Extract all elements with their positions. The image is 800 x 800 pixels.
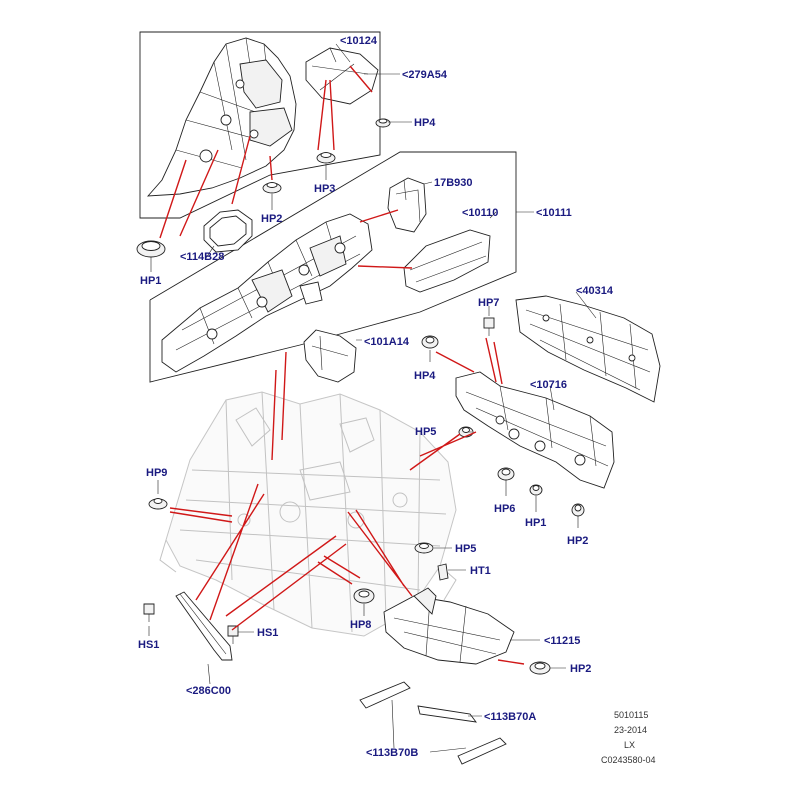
label-hp3: HP3: [314, 183, 335, 195]
label-hp1-top: HP1: [140, 275, 161, 287]
strut-286C00: [175, 591, 233, 661]
panel-10110: [403, 229, 491, 293]
leader-lines: [148, 43, 597, 753]
fastener-hs1-left: [143, 603, 155, 622]
footer-code-1: 5010115: [614, 710, 648, 720]
group-frame-middle: [149, 151, 517, 383]
grommet-hp9: [148, 498, 168, 510]
label-10124: <10124: [340, 35, 378, 47]
clip-hp7: [483, 317, 495, 336]
rail-113B70A: [417, 705, 478, 723]
label-279A54: <279A54: [402, 69, 448, 81]
label-ht1: HT1: [470, 565, 491, 577]
footer-code-4: C0243580-04: [601, 755, 656, 765]
grommet-hp1-mid: [529, 484, 543, 496]
grommet-hp5-low: [414, 542, 434, 554]
grommet-hp8: [353, 588, 375, 604]
part-10124: [305, 47, 379, 105]
group-frame-front: [139, 31, 381, 219]
label-101A14: <101A14: [364, 336, 410, 348]
label-10716: <10716: [530, 379, 567, 391]
fastener-ht1: [437, 563, 449, 581]
seal-114B28: [203, 209, 253, 253]
panel-10716: [455, 371, 615, 489]
rail-113B70B: [359, 681, 507, 765]
label-hp8: HP8: [350, 619, 371, 631]
label-hs1-right: HS1: [257, 627, 278, 639]
bracket-101A14: [303, 329, 357, 383]
grommet-hp4-mid: [421, 335, 439, 349]
grommet-hp2-mid: [571, 503, 585, 517]
label-hp1-mid: HP1: [525, 517, 546, 529]
label-hp4-mid: HP4: [414, 370, 436, 382]
front-apron-assembly: [146, 37, 297, 197]
label-114B28: <114B28: [180, 251, 224, 263]
grommet-hp1-top: [136, 240, 166, 258]
vehicle-body-outline: [159, 391, 457, 637]
grommet-hp2-top: [262, 182, 282, 194]
fastener-hs1-right: [227, 625, 239, 644]
label-hp2-low: HP2: [570, 663, 591, 675]
label-hp2-mid: HP2: [567, 535, 588, 547]
callout-lines: [159, 65, 525, 665]
grommet-hp6: [497, 467, 515, 481]
grommet-hp4-top: [375, 118, 391, 128]
label-hp4-top: HP4: [414, 117, 436, 129]
panel-40314: [515, 295, 661, 403]
label-17B930: 17B930: [434, 177, 473, 189]
footer-code-2: 23-2014: [614, 725, 647, 735]
crossmember-assembly: [161, 213, 373, 373]
label-113B70B: <113B70B: [366, 747, 418, 759]
label-hp9: HP9: [146, 467, 167, 479]
label-hs1-left: HS1: [138, 639, 159, 651]
label-hp5-mid: HP5: [415, 426, 436, 438]
bracket-17B930: [387, 177, 427, 233]
grommet-hp3: [316, 152, 336, 164]
footer-code-3: LX: [624, 740, 635, 750]
label-40314: <40314: [576, 285, 614, 297]
label-hp7: HP7: [478, 297, 499, 309]
label-286C00: <286C00: [186, 685, 231, 697]
label-hp6: HP6: [494, 503, 515, 515]
label-11215: <11215: [544, 635, 580, 647]
label-10111: <10111: [536, 207, 572, 219]
label-hp5-low: HP5: [455, 543, 476, 555]
label-hp2-top: HP2: [261, 213, 282, 225]
tray-11215: [383, 587, 515, 665]
label-113B70A: <113B70A: [484, 711, 536, 723]
grommet-hp2-low: [529, 661, 551, 675]
label-10110: <10110: [462, 207, 498, 219]
